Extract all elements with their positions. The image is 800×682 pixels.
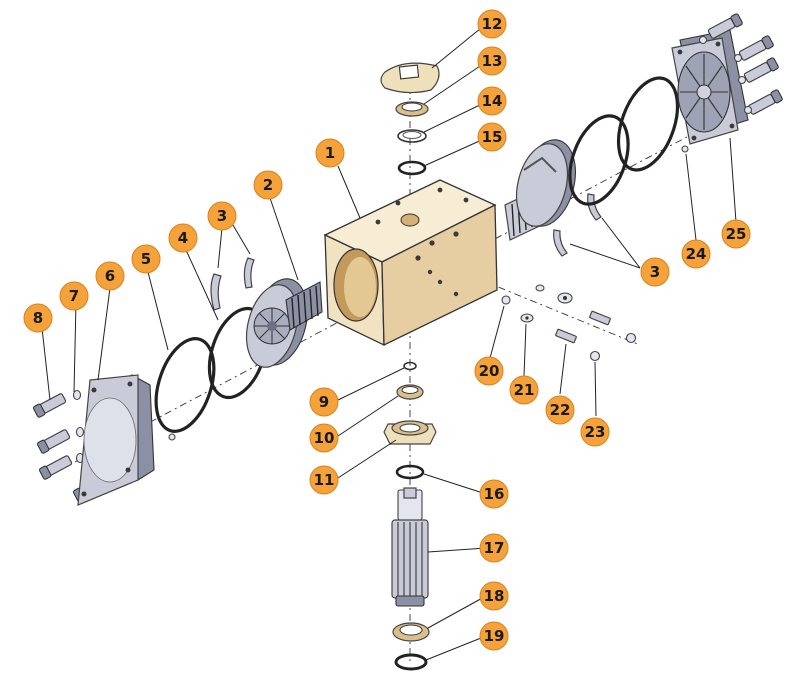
right-end-cap bbox=[671, 29, 749, 153]
callout-16: 16 bbox=[479, 479, 509, 509]
callout-10: 10 bbox=[309, 423, 339, 453]
callout-4: 4 bbox=[168, 223, 198, 253]
svg-text:3: 3 bbox=[650, 263, 660, 281]
callout-21: 21 bbox=[509, 375, 539, 405]
callout-24: 24 bbox=[681, 239, 711, 269]
callout-5: 5 bbox=[131, 244, 161, 274]
svg-text:9: 9 bbox=[319, 393, 329, 411]
center-axes bbox=[59, 70, 701, 665]
callout-2: 2 bbox=[253, 170, 283, 200]
callout-3-right: 3 bbox=[640, 257, 670, 287]
svg-text:19: 19 bbox=[484, 627, 505, 645]
svg-text:10: 10 bbox=[314, 429, 335, 447]
stop-screw-set bbox=[501, 284, 637, 362]
callout-12: 12 bbox=[477, 9, 507, 39]
left-piston bbox=[245, 278, 323, 368]
callout-3-left: 3 bbox=[207, 201, 237, 231]
svg-text:23: 23 bbox=[585, 423, 606, 441]
svg-text:17: 17 bbox=[484, 539, 505, 557]
lower-bearing-stack bbox=[383, 361, 437, 445]
callout-19: 19 bbox=[479, 621, 509, 651]
pinion-shaft-stack bbox=[391, 464, 430, 671]
callout-14: 14 bbox=[477, 86, 507, 116]
svg-text:14: 14 bbox=[482, 92, 503, 110]
right-cap-bolts bbox=[698, 13, 783, 115]
callout-17: 17 bbox=[479, 533, 509, 563]
callout-25: 25 bbox=[721, 219, 751, 249]
callout-1: 1 bbox=[315, 138, 345, 168]
svg-text:16: 16 bbox=[484, 485, 505, 503]
callout-11: 11 bbox=[309, 465, 339, 495]
callout-13: 13 bbox=[477, 46, 507, 76]
housing-body bbox=[323, 179, 498, 347]
svg-text:25: 25 bbox=[726, 225, 747, 243]
svg-text:21: 21 bbox=[514, 381, 535, 399]
svg-text:4: 4 bbox=[178, 229, 188, 247]
svg-text:20: 20 bbox=[479, 362, 500, 380]
svg-text:24: 24 bbox=[686, 245, 707, 263]
callout-18: 18 bbox=[479, 581, 509, 611]
svg-text:22: 22 bbox=[550, 401, 571, 419]
right-guide-bands bbox=[553, 193, 602, 257]
svg-text:6: 6 bbox=[105, 267, 115, 285]
svg-text:13: 13 bbox=[482, 52, 503, 70]
svg-text:7: 7 bbox=[69, 287, 79, 305]
svg-text:12: 12 bbox=[482, 15, 503, 33]
left-guide-bands bbox=[210, 257, 255, 311]
svg-text:1: 1 bbox=[325, 144, 335, 162]
callout-6: 6 bbox=[95, 261, 125, 291]
right-o-rings bbox=[568, 76, 680, 206]
top-cam-stack bbox=[380, 62, 440, 176]
svg-text:18: 18 bbox=[484, 587, 505, 605]
callout-8: 8 bbox=[23, 303, 53, 333]
callout-badges: 1 2 3 3 4 5 6 7 8 9 10 11 12 13 14 15 16… bbox=[23, 9, 751, 651]
callout-9: 9 bbox=[309, 387, 339, 417]
svg-text:11: 11 bbox=[314, 471, 335, 489]
svg-text:3: 3 bbox=[217, 207, 227, 225]
callout-7: 7 bbox=[59, 281, 89, 311]
svg-text:15: 15 bbox=[482, 128, 503, 146]
svg-text:2: 2 bbox=[263, 176, 273, 194]
callout-15: 15 bbox=[477, 122, 507, 152]
callout-23: 23 bbox=[580, 417, 610, 447]
callout-22: 22 bbox=[545, 395, 575, 425]
svg-text:5: 5 bbox=[141, 250, 151, 268]
svg-text:8: 8 bbox=[33, 309, 43, 327]
left-end-cap bbox=[77, 374, 176, 506]
leader-lines bbox=[41, 23, 737, 661]
callout-20: 20 bbox=[474, 356, 504, 386]
